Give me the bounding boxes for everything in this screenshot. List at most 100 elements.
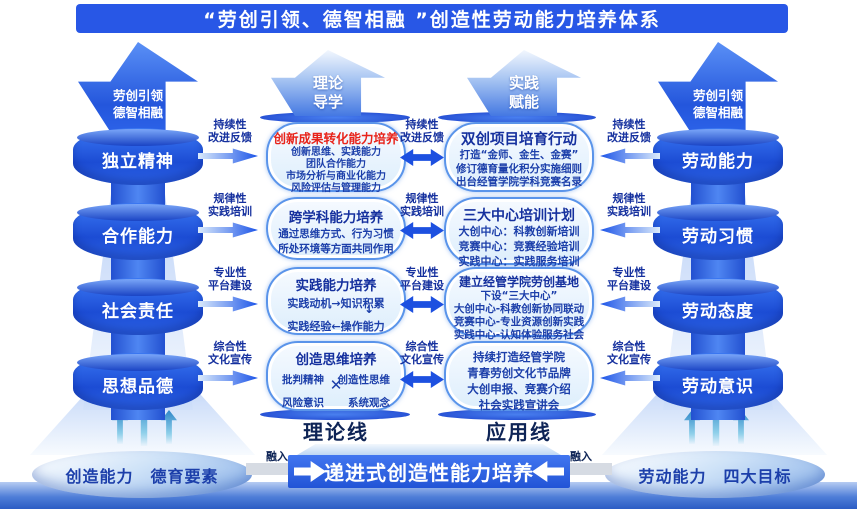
box-line: 打造“金师、金生、金赛” [459,149,579,161]
right-arrow-icon [198,296,258,312]
theory-box-3: 实践能力培养 实践动机→知识积累 实践经验←操作能力 ↓ [266,267,406,335]
row3-label-left: 专业性 平台建设 [196,266,264,292]
level-label: 思想品德 [102,377,174,397]
left-tower-peak-label: 劳创引领 德智相融 [78,88,198,122]
peak-line: 劳创引领 [112,88,163,103]
platform-rim [438,112,596,123]
label-line: 改进反馈 [607,131,651,145]
right-tower-level-3: 劳动态度 [653,278,783,335]
main-title: “劳创引领、德智相融 ”创造性劳动能力培养体系 [76,4,788,33]
left-tower-level-4: 思想品德 [73,353,203,410]
platform-rim [260,409,410,420]
right-tower-level-1: 劳动能力 [653,128,783,185]
theory-box-2: 跨学科能力培养 通过思维方式、行为习惯 所处环境等方面共同作用 [266,197,406,260]
double-arrow-icon [400,370,444,389]
row1-label-left: 持续性 改进反馈 [196,118,264,144]
merge-bar [246,463,290,475]
label-line: 平台建设 [607,279,651,293]
peak-line: 德智相融 [112,104,163,120]
header-line: 实践 [508,74,539,92]
header-line: 赋能 [508,92,539,111]
level-label: 独立精神 [102,152,174,172]
practice-header-label: 实践 赋能 [467,74,581,112]
theory-header-label: 理论 导学 [271,74,385,112]
box-line: 青春劳创文化节品牌 [467,366,571,381]
row2-label-right: 规律性 实践培训 [594,192,664,218]
box-line: 出台经管学院学科竞赛名录 [456,176,582,189]
right-arrow-icon [198,148,258,164]
left-arrow-icon [600,148,660,164]
box-line: 下设“三大中心” [480,290,558,302]
label-line: 持续性 [213,118,247,131]
practice-box-3: 建立经管学院劳创基地 下设“三大中心” 大创中心-科教创新协同联动 竞赛中心-专… [444,267,594,341]
box-title: 三大中心培训计划 [463,208,575,224]
box-line: 大创申报、竞赛介绍 [467,382,571,397]
label-line: 规律性 [405,192,439,205]
box-title: 双创项目培育行动 [461,132,577,148]
peak-line: 劳创引领 [692,88,743,103]
box-title: 跨学科能力培养 [288,210,384,226]
row3-label-center: 专业性 平台建设 [399,266,445,292]
banner-top-face [297,444,561,455]
label-line: 实践培训 [208,205,252,219]
header-line: 理论 [312,74,343,92]
box-line: 社会实践宣讲会 [478,398,560,413]
merge-label-left: 融入 [266,450,288,463]
banner-label: 递进式创造性能力培养 [324,461,534,485]
box-line: 实践经验←操作能力 [287,320,385,334]
label-line: 改进反馈 [208,131,252,145]
platform-rim [438,409,596,420]
peak-line: 德智相融 [692,104,743,120]
box-line: 批判精神 [282,374,324,386]
box-line: 实践中心：实践服务培训 [458,254,580,268]
left-tower-level-2: 合作能力 [73,203,203,260]
theory-footer-label: 理论线 [303,420,369,444]
label-line: 实践培训 [607,205,651,219]
box-line: 风险意识 [282,397,324,409]
practice-box-4: 持续打造经管学院 青春劳创文化节品牌 大创申报、竞赛介绍 社会实践宣讲会 [444,341,594,413]
level-label: 社会责任 [102,302,174,322]
label-line: 持续性 [612,118,646,131]
label-line: 规律性 [213,192,247,205]
label-line: 综合性 [405,340,439,353]
level-label: 劳动能力 [682,152,754,172]
left-tower-level-1: 独立精神 [73,128,203,185]
right-base-ellipse: 劳动能力 四大目标 [605,451,825,498]
box-line: 通过思维方式、行为习惯 [278,228,394,240]
label-line: 文化宣传 [607,353,651,367]
box-line: 实践中心-认知体验服务社会 [453,329,585,342]
practice-footer-label: 应用线 [486,420,552,444]
box-line: 团队合作能力 [306,159,366,170]
right-tower-level-2: 劳动习惯 [653,203,783,260]
row4-label-center: 综合性 文化宣传 [399,340,445,366]
level-label: 劳动习惯 [682,227,754,247]
box-line: 实践动机→知识积累 [287,297,385,310]
double-arrow-icon [400,148,444,167]
label-line: 专业性 [213,266,247,279]
merge-bar [568,463,612,475]
box-line: 市场分析与商业化能力 [286,171,386,182]
label-line: 综合性 [612,340,646,353]
level-label: 劳动态度 [682,302,754,322]
box-line: 大创中心：科教创新培训 [458,225,580,238]
box-line: 大创中心-科教创新协同联动 [453,303,585,316]
level-label: 合作能力 [102,227,174,247]
label-line: 实践培训 [400,205,444,219]
row1-label-center: 持续性 改进反馈 [399,118,445,144]
label-line: 综合性 [213,340,247,353]
right-tower-peak-label: 劳创引领 德智相融 [658,88,778,122]
down-arrow-icon: ↓ [363,302,374,316]
box-line: 修订德育量化积分实施细则 [456,162,582,175]
row2-label-left: 规律性 实践培训 [196,192,264,218]
box-line: 系统观念 [348,397,390,409]
box-line: 竞赛中心：竞赛经验培训 [458,239,580,253]
box-line: 风险评估与管理能力 [291,183,381,194]
box-title: 实践能力培养 [295,278,377,294]
box-title: 创新成果转化能力培养 [273,131,399,146]
left-tower-level-3: 社会责任 [73,278,203,335]
header-line: 导学 [312,92,343,111]
label-line: 平台建设 [400,279,444,293]
box-title: 创造思维培养 [295,352,377,368]
platform-rim [260,112,410,123]
